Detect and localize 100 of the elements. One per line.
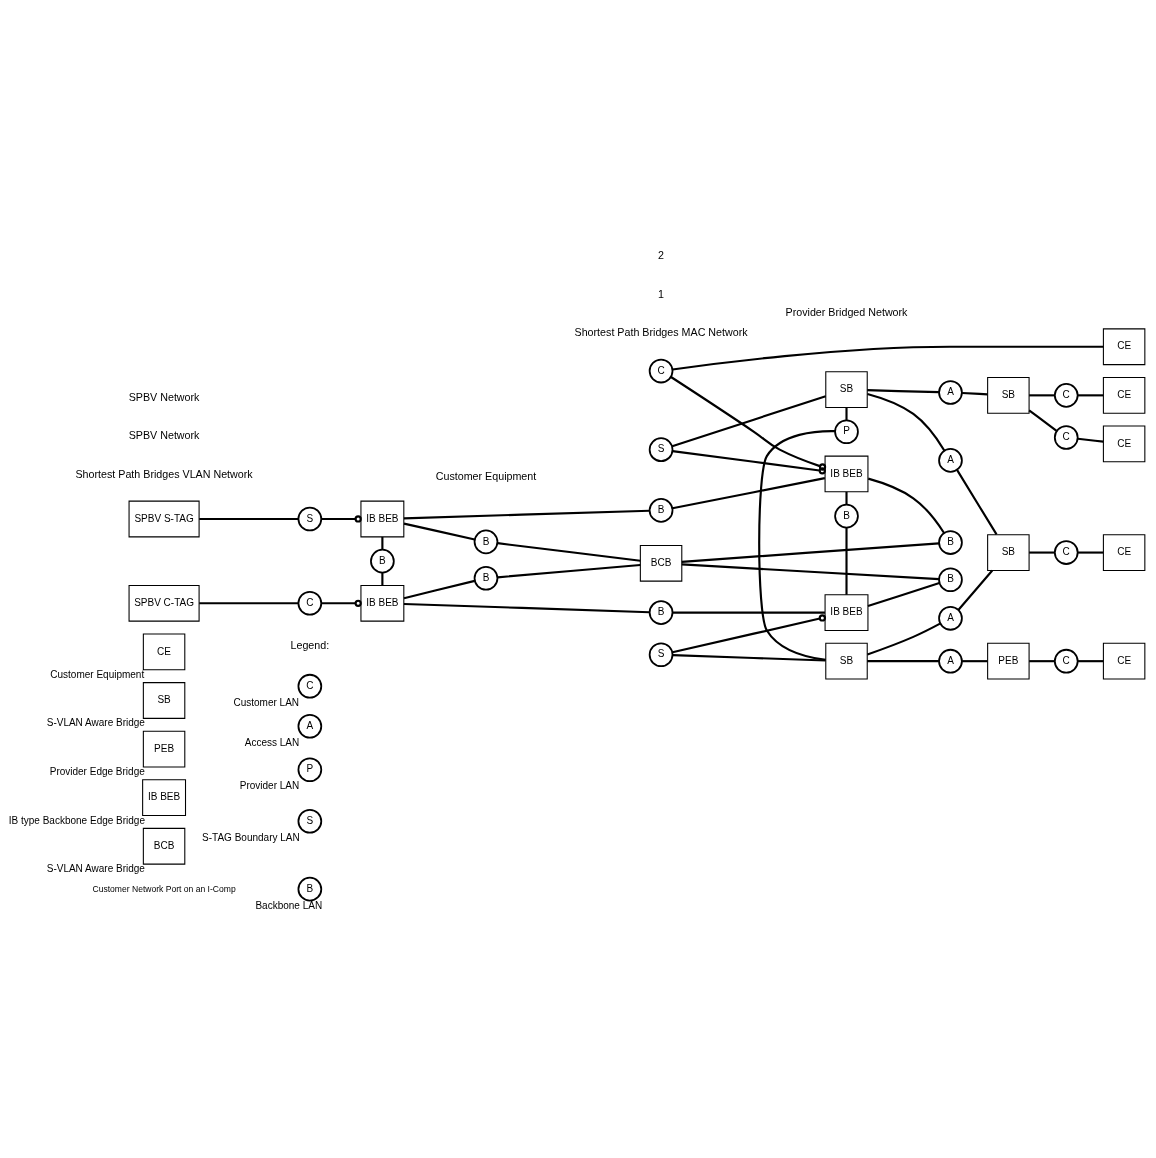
connector (1029, 660, 1055, 663)
connector (1077, 660, 1104, 663)
node-box: CE (1102, 534, 1146, 571)
node-box: CE (142, 633, 186, 671)
node-circle: A (938, 605, 963, 631)
connector (403, 522, 475, 541)
connector (867, 660, 939, 663)
connector (962, 391, 988, 396)
connector (867, 582, 940, 607)
legend-label: Customer Network Port on an I-Comp (92, 884, 236, 895)
node-circle: C (1053, 540, 1079, 565)
node-box: SB (987, 376, 1030, 414)
connector (672, 477, 826, 510)
label: Legend: (290, 639, 330, 652)
node-box: SB (142, 682, 186, 719)
node-label: S-TAG Boundary LAN (202, 831, 300, 843)
node-circle: B (938, 567, 963, 593)
node-circle: C (297, 673, 323, 699)
node-circle: A (938, 448, 963, 473)
connector (671, 395, 826, 448)
node-label: Backbone LAN (255, 899, 323, 911)
connector (199, 517, 299, 521)
connector (403, 602, 650, 614)
connector (1029, 394, 1055, 397)
connector (381, 536, 384, 550)
connector (758, 430, 836, 661)
node-circle: B (473, 529, 499, 555)
node-circle: C (1053, 648, 1079, 674)
node-label: Customer LAN (233, 696, 300, 708)
node-box: SB (987, 534, 1030, 571)
connector (199, 602, 299, 605)
node-box: IB BEB (142, 779, 187, 817)
node-label: Access LAN (244, 736, 300, 748)
node-circle: B (297, 876, 323, 902)
node-box: IB BEB (824, 594, 869, 631)
node-circle: C (1053, 383, 1079, 408)
connector (867, 389, 939, 394)
connector (403, 509, 650, 520)
connector (497, 542, 641, 562)
node-circle: P (834, 419, 859, 445)
node-box: IB BEB (824, 455, 869, 493)
connector (321, 515, 362, 523)
node-circle: C (648, 358, 674, 384)
node-label: Provider Edge Bridge (49, 765, 145, 777)
label: 2 (658, 249, 665, 262)
node-label: Customer Equipment (50, 668, 145, 680)
node-label: Provider LAN (239, 780, 300, 792)
node-box: CE (1102, 328, 1146, 366)
label: 1 (658, 287, 665, 300)
node-circle: S (297, 506, 323, 532)
connector (845, 527, 848, 595)
node-box: SB (825, 642, 868, 680)
node-circle: B (370, 548, 395, 574)
node-box: PEB (987, 642, 1030, 680)
label: Shortest Path Bridges VLAN Network (75, 467, 253, 480)
connector (321, 599, 362, 607)
node-box: CE (1102, 376, 1146, 414)
node-circle: A (297, 713, 323, 739)
node-circle: S (648, 642, 674, 668)
node-circle: B (648, 498, 674, 523)
node-box: SPBV C-TAG (128, 584, 200, 622)
node-box: BCB (142, 827, 186, 865)
connector (1028, 409, 1058, 432)
connector (672, 345, 1104, 371)
connector (957, 569, 994, 611)
connector (497, 563, 641, 579)
node-label: IB type Backbone Edge Bridge (8, 814, 145, 826)
connector (867, 477, 945, 534)
node-circle: B (938, 530, 963, 555)
node-circle: S (648, 437, 674, 462)
node-label: S-VLAN Aware Bridge (46, 717, 145, 729)
node-circle: B (473, 565, 499, 591)
connector (1077, 551, 1104, 554)
label: Shortest Path Bridges MAC Network (574, 326, 748, 339)
connector (962, 660, 988, 663)
connector (681, 563, 940, 581)
connector (672, 654, 826, 662)
label: Customer Equipment (435, 470, 537, 483)
node-box: SPBV S-TAG (128, 500, 200, 538)
node-box: CE (1102, 642, 1146, 680)
label: Provider Bridged Network (785, 306, 908, 319)
node-circle: B (834, 503, 859, 529)
connector (956, 469, 998, 535)
label: SPBV Network (128, 429, 200, 442)
connector (1029, 551, 1055, 554)
node-box: CE (1102, 425, 1146, 463)
connector (403, 579, 475, 600)
node-circle: C (297, 590, 323, 616)
node-circle: A (938, 380, 963, 405)
connector (845, 407, 848, 421)
node-box: IB BEB (360, 584, 405, 622)
connector (867, 392, 946, 452)
connector (672, 614, 826, 654)
node-circle: S (297, 808, 323, 834)
node-circle: C (1053, 425, 1079, 450)
label: SPBV Network (128, 390, 200, 403)
node-box: IB BEB (360, 500, 405, 538)
connector (1077, 437, 1104, 443)
node-box: BCB (639, 544, 683, 582)
connector (1077, 394, 1104, 397)
